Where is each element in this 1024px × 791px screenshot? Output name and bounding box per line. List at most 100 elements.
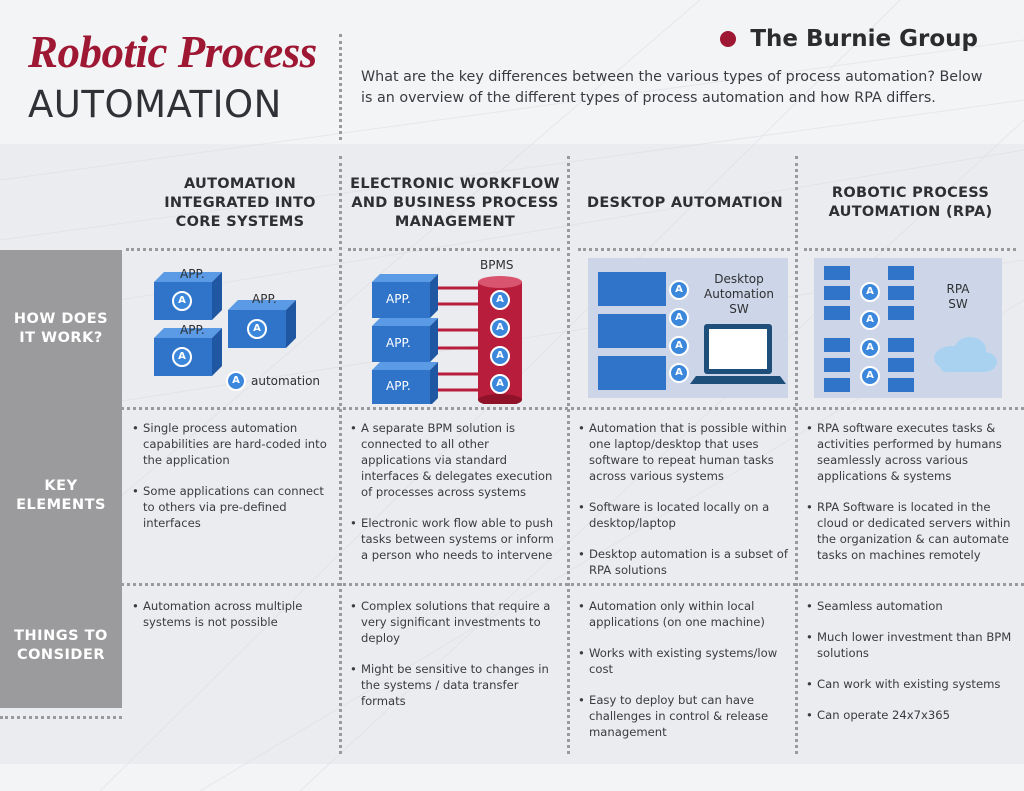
cloud-icon	[934, 337, 997, 372]
desktop-sw-label: Desktop Automation SW	[700, 272, 778, 317]
list-item: Might be sensitive to changes in the sys…	[350, 661, 562, 709]
list-item: Electronic work flow able to push tasks …	[350, 515, 562, 563]
rpa-sw-label-line: SW	[948, 297, 968, 311]
badge-letter: A	[178, 351, 186, 362]
badge-letter: A	[496, 294, 504, 305]
diagram-bpm: BPMS APP. APP. APP. A A A A	[350, 252, 560, 404]
row-label-key-elements: KEY ELEMENTS	[0, 408, 122, 584]
badge-letter: A	[866, 342, 874, 353]
list-item: Complex solutions that require a very si…	[350, 598, 562, 646]
badge-letter: A	[675, 284, 683, 295]
row-divider	[126, 248, 332, 251]
app-cube-1	[154, 272, 222, 320]
list-item: Some applications can connect to others …	[132, 483, 336, 531]
badge-letter: A	[496, 350, 504, 361]
badge-letter: A	[253, 323, 261, 334]
row-divider	[804, 248, 1016, 251]
diagram-desktop: Desktop Automation SW A A A A	[588, 252, 788, 404]
rpa-panel	[814, 258, 1002, 398]
column-divider	[795, 156, 798, 754]
app-label: APP.	[386, 336, 411, 350]
row-divider	[348, 248, 560, 251]
row-divider	[0, 583, 1024, 586]
title-main: AUTOMATION	[28, 83, 282, 126]
badge-letter: A	[675, 312, 683, 323]
automation-badge-icon	[490, 346, 510, 366]
badge-letter: A	[866, 370, 874, 381]
automation-badge-icon	[669, 363, 689, 383]
badge-letter: A	[866, 286, 874, 297]
row-divider	[0, 407, 1024, 410]
title-script: Robotic Process	[28, 27, 317, 77]
key-elements-desktop: Automation that is possible within one l…	[578, 420, 790, 593]
list-item: Easy to deploy but can have challenges i…	[578, 692, 790, 740]
automation-legend-icon	[226, 371, 246, 391]
badge-letter: A	[496, 322, 504, 333]
app-label: APP.	[252, 292, 277, 306]
list-item: Automation only within local application…	[578, 598, 790, 630]
rpa-sw-label-line: RPA	[946, 282, 970, 296]
automation-badge-icon	[669, 336, 689, 356]
key-elements-bpm: A separate BPM solution is connected to …	[350, 420, 562, 578]
list-item: Can operate 24x7x365	[806, 707, 1016, 723]
column-heading-rpa: ROBOTIC PROCESS AUTOMATION (RPA)	[828, 185, 993, 220]
row-label-things-to-consider: THINGS TO CONSIDER	[0, 584, 122, 708]
app-cube-2	[372, 318, 438, 362]
column-divider	[567, 156, 570, 754]
diagram-rpa: RPA SW A A A A	[814, 252, 1002, 404]
list-item: Seamless automation	[806, 598, 1016, 614]
automation-badge-icon	[172, 347, 192, 367]
desktop-sw-label-line: Automation	[704, 287, 774, 301]
things-core-systems: Automation across multiple systems is no…	[132, 598, 336, 645]
rpa-sw-label: RPA SW	[938, 282, 978, 312]
desktop-sw-label-line: Desktop	[714, 272, 764, 286]
app-block-stack	[598, 272, 666, 390]
automation-legend-label: automation	[251, 374, 321, 388]
automation-badge-icon	[172, 291, 192, 311]
app-label: APP.	[386, 379, 411, 393]
list-item: Automation that is possible within one l…	[578, 420, 790, 484]
automation-badge-icon	[247, 319, 267, 339]
list-item: Single process automation capabilities a…	[132, 420, 336, 468]
automation-badge-icon	[490, 290, 510, 310]
list-item: RPA Software is located in the cloud or …	[806, 499, 1016, 563]
desktop-sw-label-line: SW	[729, 302, 749, 316]
badge-letter: A	[496, 378, 504, 389]
column-heading-desktop: DESKTOP AUTOMATION	[587, 194, 783, 211]
things-rpa: Seamless automation Much lower investmen…	[806, 598, 1016, 738]
list-item: A separate BPM solution is connected to …	[350, 420, 562, 500]
automation-badge-icon	[860, 338, 880, 358]
badge-letter: A	[675, 367, 683, 378]
row-divider	[578, 248, 790, 251]
server-blocks	[824, 266, 914, 392]
automation-badge-icon	[669, 308, 689, 328]
header-divider	[339, 34, 342, 140]
app-cube-2	[228, 300, 296, 348]
diagram-core-systems: APP. APP. APP. A A A A automation	[140, 252, 335, 404]
automation-badge-icon	[860, 282, 880, 302]
app-cube-3	[372, 362, 438, 404]
list-item: Can work with existing systems	[806, 676, 1016, 692]
list-item: Software is located locally on a desktop…	[578, 499, 790, 531]
automation-badge-icon	[860, 310, 880, 330]
list-item: Works with existing systems/low cost	[578, 645, 790, 677]
badge-letter: A	[232, 375, 240, 386]
app-label: APP.	[180, 323, 205, 337]
laptop-icon	[690, 324, 786, 384]
row-divider	[0, 716, 122, 719]
things-desktop: Automation only within local application…	[578, 598, 790, 755]
brand-dot-icon	[720, 31, 737, 47]
app-label: APP.	[386, 292, 411, 306]
list-item: Much lower investment than BPM solutions	[806, 629, 1016, 661]
app-label: APP.	[180, 267, 205, 281]
key-elements-rpa: RPA software executes tasks & activities…	[806, 420, 1016, 578]
key-elements-core-systems: Single process automation capabilities a…	[132, 420, 336, 546]
list-item: Automation across multiple systems is no…	[132, 598, 336, 630]
badge-letter: A	[178, 295, 186, 306]
list-item: Desktop automation is a subset of RPA so…	[578, 546, 790, 578]
column-heading-core-systems: AUTOMATION INTEGRATED INTO CORE SYSTEMS	[164, 175, 316, 230]
automation-badge-icon	[490, 374, 510, 394]
list-item: RPA software executes tasks & activities…	[806, 420, 1016, 484]
automation-badge-icon	[860, 366, 880, 386]
row-label-how-does-it-work: HOW DOES IT WORK?	[0, 250, 122, 408]
